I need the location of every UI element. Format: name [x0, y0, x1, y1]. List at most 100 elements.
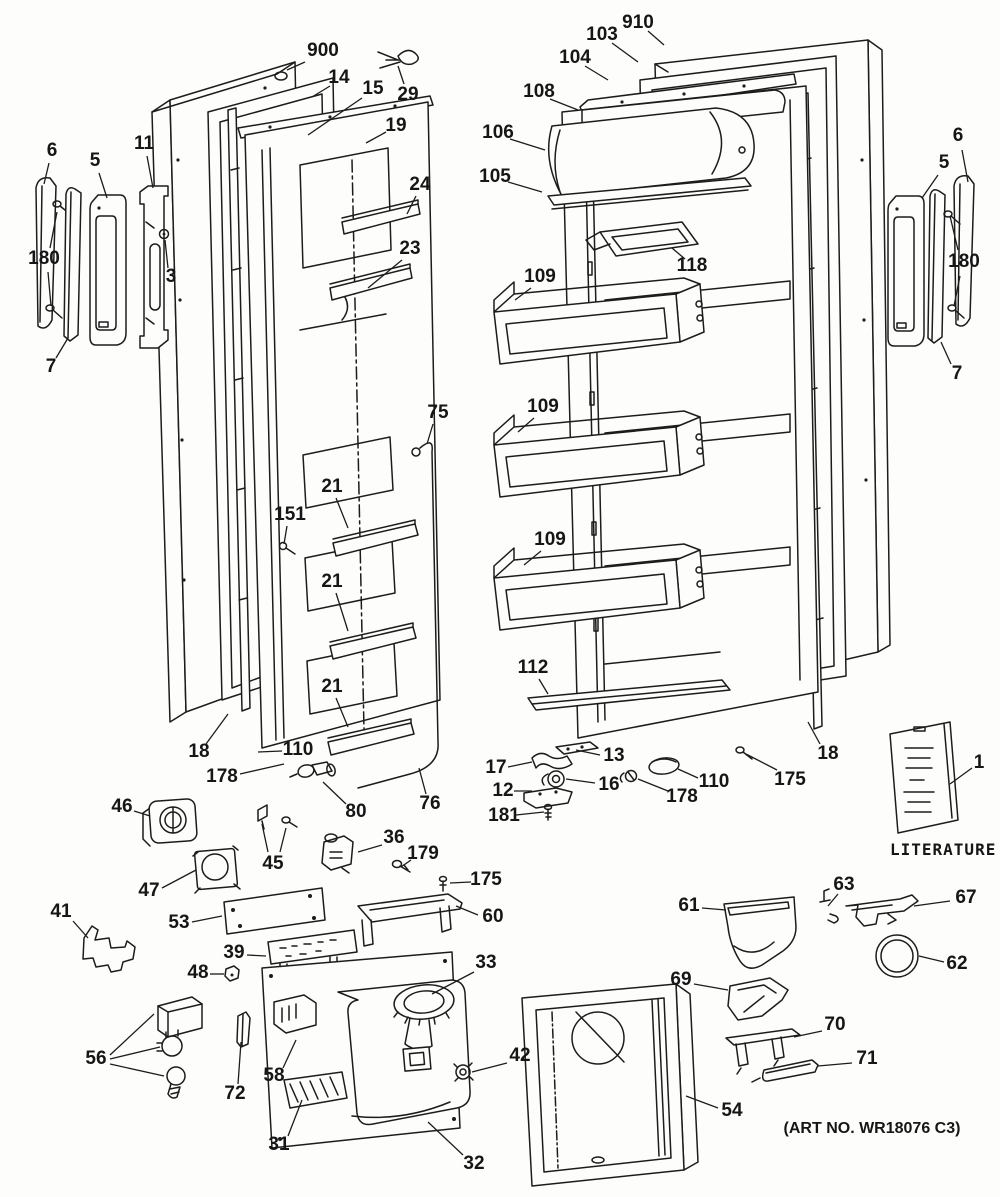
callout-33: 33 — [475, 952, 496, 973]
screw-151 — [278, 541, 296, 555]
screw-175-right — [735, 746, 753, 760]
plate-13 — [555, 741, 599, 755]
callout-21-3: 21 — [321, 676, 343, 697]
literature-booklet — [889, 721, 959, 834]
callout-3: 3 — [166, 266, 177, 287]
handle-5-left — [89, 194, 127, 346]
screws-180-right — [943, 210, 965, 319]
door-bin-109-1 — [493, 277, 705, 365]
handle-5-right — [887, 195, 925, 347]
leader-lines — [43, 30, 973, 1156]
parts-45 — [257, 804, 298, 830]
plate-53 — [223, 887, 326, 935]
door-bin-109-2 — [493, 410, 705, 498]
callout-19: 19 — [385, 115, 406, 136]
callout-181: 181 — [488, 805, 520, 826]
nut-178-right — [619, 769, 638, 783]
callout-103: 103 — [586, 24, 618, 45]
valve-80 — [289, 761, 336, 778]
callout-108: 108 — [523, 81, 555, 102]
clip-17 — [531, 752, 573, 770]
screw-175-dispenser — [438, 875, 448, 892]
callout-63: 63 — [833, 874, 854, 895]
callout-48: 48 — [187, 962, 208, 983]
clip-29 — [377, 49, 419, 69]
callout-16: 16 — [598, 774, 619, 795]
callout-72: 72 — [224, 1083, 245, 1104]
callout-175-dispenser: 175 — [470, 869, 502, 890]
callout-21-2: 21 — [321, 571, 343, 592]
door-bin-109-3 — [493, 543, 705, 631]
callout-17: 17 — [485, 757, 506, 778]
callout-7-left: 7 — [46, 356, 57, 377]
callout-21-1: 21 — [321, 476, 343, 497]
grommet-16 — [541, 770, 565, 788]
bracket-36 — [321, 833, 354, 874]
art-no-text: (ART NO. WR18076 C3) — [784, 1120, 961, 1137]
callout-109-1: 109 — [524, 266, 556, 287]
callout-18-right: 18 — [817, 743, 838, 764]
callout-18-left: 18 — [188, 741, 209, 762]
bracket-67 — [845, 894, 919, 927]
callout-75: 75 — [427, 402, 449, 423]
clip-48 — [224, 965, 240, 982]
grommet-42 — [453, 1062, 474, 1082]
strip-71 — [751, 1059, 819, 1083]
callout-54: 54 — [721, 1100, 743, 1121]
callout-29: 29 — [397, 84, 418, 105]
callout-175-right: 175 — [774, 769, 806, 790]
cap-110-right — [648, 757, 680, 775]
callout-106: 106 — [482, 122, 514, 143]
callout-47: 47 — [138, 880, 159, 901]
left-door-liner-19 — [244, 101, 441, 749]
callout-178-left: 178 — [206, 766, 238, 787]
callout-42: 42 — [509, 1045, 530, 1066]
callout-105: 105 — [479, 166, 511, 187]
dairy-shelf-105 — [547, 177, 752, 210]
callout-178-right: 178 — [666, 786, 698, 807]
callout-62: 62 — [946, 953, 967, 974]
callout-109-2: 109 — [527, 396, 559, 417]
door-sill-112 — [527, 679, 731, 711]
shelf-bar-21-3 — [327, 718, 415, 756]
shelf-bar-21-2 — [329, 622, 417, 660]
drip-grille-31 — [283, 1071, 348, 1109]
callout-71: 71 — [856, 1048, 878, 1069]
callout-39: 39 — [223, 942, 244, 963]
gasket-18-left — [227, 107, 251, 712]
shelf-bar-21-1 — [332, 519, 419, 557]
callout-36: 36 — [383, 827, 404, 848]
trim-6-right — [953, 174, 975, 327]
callout-112: 112 — [518, 657, 549, 678]
callout-32: 32 — [463, 1153, 484, 1174]
callout-109-3: 109 — [534, 529, 566, 550]
callout-910: 910 — [622, 12, 654, 33]
literature-label: LITERATURE — [890, 840, 996, 859]
callout-15: 15 — [362, 78, 384, 99]
callout-24: 24 — [409, 174, 431, 195]
strip-7-right — [927, 189, 946, 344]
callout-31: 31 — [268, 1134, 290, 1155]
callout-13: 13 — [603, 745, 624, 766]
bracket-12 — [523, 787, 573, 809]
lamp-parts-56 — [156, 996, 203, 1099]
callout-76: 76 — [419, 793, 440, 814]
callout-6-left: 6 — [47, 140, 58, 161]
callout-1: 1 — [974, 752, 985, 773]
callout-110-right: 110 — [699, 771, 730, 792]
dispenser-bezel-46 — [142, 798, 198, 847]
screw-181 — [543, 803, 553, 821]
callout-45: 45 — [262, 853, 284, 874]
dispenser-frame-47 — [192, 845, 241, 894]
callout-41: 41 — [50, 901, 72, 922]
callout-180-left: 180 — [28, 248, 60, 269]
callout-104: 104 — [559, 47, 591, 68]
bracket-60 — [357, 893, 463, 947]
callout-46: 46 — [111, 796, 132, 817]
callout-60: 60 — [482, 906, 503, 927]
trim-6-left — [35, 176, 57, 329]
callout-118: 118 — [677, 255, 708, 276]
callout-5-left: 5 — [90, 150, 101, 171]
